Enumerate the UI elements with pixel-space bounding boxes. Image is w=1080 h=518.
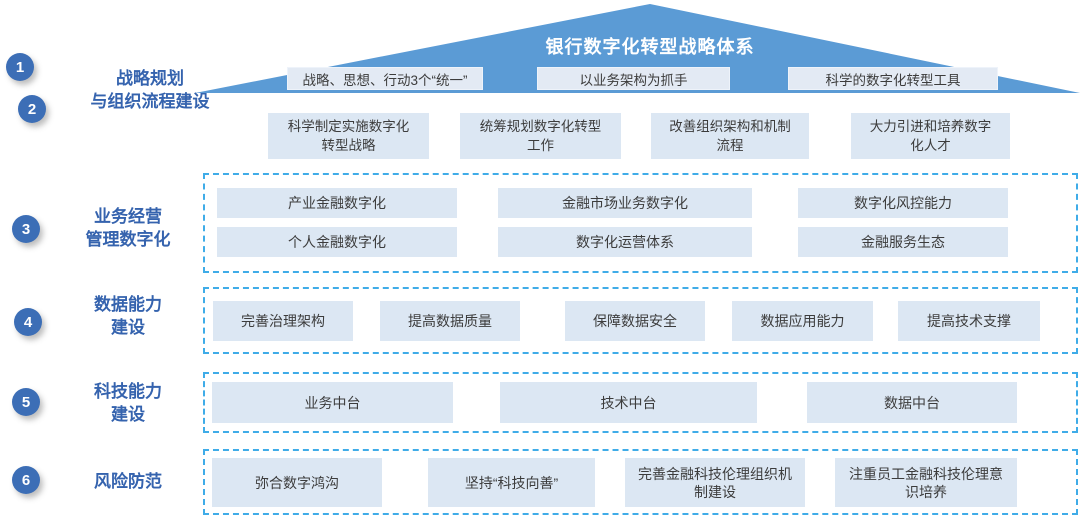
tech-box: 业务中台 — [212, 382, 453, 423]
rail-label-risk: 风险防范 — [38, 470, 218, 493]
data-box-label: 完善治理架构 — [241, 313, 325, 329]
step-badge-6: 6 — [12, 466, 40, 494]
rail-label-data: 数据能力 建设 — [38, 293, 218, 339]
risk-box-label: 弥合数字鸿沟 — [255, 474, 339, 491]
rail-label-line: 业务经营 — [94, 207, 162, 226]
tech-box-label: 技术中台 — [600, 394, 657, 411]
rail-label-tech: 科技能力 建设 — [38, 380, 218, 426]
business-box: 个人金融数字化 — [217, 227, 457, 257]
step-number: 1 — [15, 58, 25, 76]
roof-pillar: 科学的数字化转型工具 — [788, 67, 998, 90]
step-number: 6 — [21, 471, 31, 489]
step-number: 3 — [21, 220, 31, 238]
business-box: 数字化风控能力 — [798, 188, 1008, 218]
diagram-title: 银行数字化转型战略体系 — [545, 37, 755, 57]
business-box: 金融服务生态 — [798, 227, 1008, 257]
rail-label-line: 建设 — [111, 405, 145, 424]
tech-box: 技术中台 — [500, 382, 757, 423]
strategy-box-label: 统筹规划数字化转型工作 — [479, 119, 602, 153]
step-number: 4 — [23, 313, 33, 331]
data-box-label: 提高技术支撑 — [927, 313, 1011, 329]
data-box: 数据应用能力 — [732, 301, 873, 341]
data-box: 保障数据安全 — [565, 301, 705, 341]
rail-label-business: 业务经营 管理数字化 — [38, 205, 218, 251]
business-box-label: 金融服务生态 — [861, 234, 945, 250]
strategy-box: 改善组织架构和机制流程 — [651, 113, 809, 159]
data-box-label: 提高数据质量 — [408, 313, 492, 329]
section-tech-container: 业务中台 技术中台 数据中台 — [203, 372, 1078, 433]
tech-box: 数据中台 — [807, 382, 1017, 423]
business-box-label: 个人金融数字化 — [288, 234, 386, 250]
strategy-box-label: 大力引进和培养数字化人才 — [869, 119, 992, 153]
strategy-box-label: 改善组织架构和机制流程 — [669, 119, 791, 153]
step-badge-3: 3 — [12, 215, 40, 243]
business-box-label: 产业金融数字化 — [288, 195, 386, 211]
strategy-box: 大力引进和培养数字化人才 — [851, 113, 1010, 159]
data-box: 提高技术支撑 — [898, 301, 1040, 341]
rail-label-line: 风险防范 — [94, 472, 162, 491]
rail-label-line: 数据能力 — [94, 295, 162, 314]
section-business-container: 产业金融数字化 金融市场业务数字化 数字化风控能力 个人金融数字化 数字化运营体… — [203, 173, 1078, 273]
risk-box-label: 完善金融科技伦理组织机制建设 — [638, 465, 792, 500]
data-box: 完善治理架构 — [213, 301, 353, 341]
rail-label-line: 管理数字化 — [85, 230, 171, 249]
risk-box-label: 注重员工金融科技伦理意识培养 — [849, 465, 1003, 500]
step-badge-2: 2 — [18, 95, 46, 123]
strategy-box: 科学制定实施数字化转型战略 — [268, 113, 429, 159]
risk-box-label: 坚持“科技向善” — [464, 474, 559, 491]
business-box-label: 金融市场业务数字化 — [562, 195, 688, 211]
tech-box-label: 数据中台 — [884, 394, 940, 411]
risk-box: 注重员工金融科技伦理意识培养 — [835, 458, 1017, 507]
roof-pillar: 战略、思想、行动3个“统一” — [287, 67, 483, 90]
section-data-container: 完善治理架构 提高数据质量 保障数据安全 数据应用能力 提高技术支撑 — [203, 287, 1078, 354]
rail-label-line: 战略规划 — [116, 69, 184, 88]
business-box-label: 数字化运营体系 — [576, 234, 674, 250]
section-risk-container: 弥合数字鸿沟 坚持“科技向善” 完善金融科技伦理组织机制建设 注重员工金融科技伦… — [203, 449, 1078, 515]
rail-label-line: 建设 — [111, 318, 145, 337]
tech-box-label: 业务中台 — [304, 394, 361, 411]
strategy-box: 统筹规划数字化转型工作 — [460, 113, 621, 159]
step-badge-4: 4 — [14, 308, 42, 336]
data-box: 提高数据质量 — [380, 301, 520, 341]
business-box: 产业金融数字化 — [217, 188, 457, 218]
step-badge-1: 1 — [6, 53, 34, 81]
risk-box: 坚持“科技向善” — [428, 458, 595, 507]
business-box-label: 数字化风控能力 — [854, 195, 952, 211]
risk-box: 完善金融科技伦理组织机制建设 — [625, 458, 805, 507]
business-box: 金融市场业务数字化 — [498, 188, 752, 218]
data-box-label: 数据应用能力 — [760, 313, 845, 329]
rail-label-strategy-org: 战略规划 与组织流程建设 — [55, 67, 245, 113]
rail-label-line: 科技能力 — [94, 382, 162, 401]
step-number: 2 — [27, 100, 37, 118]
strategy-box-label: 科学制定实施数字化转型战略 — [287, 119, 410, 153]
roof-pillar-label: 科学的数字化转型工具 — [825, 72, 961, 88]
roof-pillar-label: 以业务架构为抓手 — [579, 72, 688, 88]
data-box-label: 保障数据安全 — [593, 313, 677, 329]
business-box: 数字化运营体系 — [498, 227, 752, 257]
roof-pillar: 以业务架构为抓手 — [537, 67, 730, 90]
step-badge-5: 5 — [12, 388, 40, 416]
risk-box: 弥合数字鸿沟 — [212, 458, 382, 507]
roof-pillar-label: 战略、思想、行动3个“统一” — [302, 72, 468, 88]
step-number: 5 — [21, 393, 31, 411]
rail-label-line: 与组织流程建设 — [90, 92, 210, 111]
